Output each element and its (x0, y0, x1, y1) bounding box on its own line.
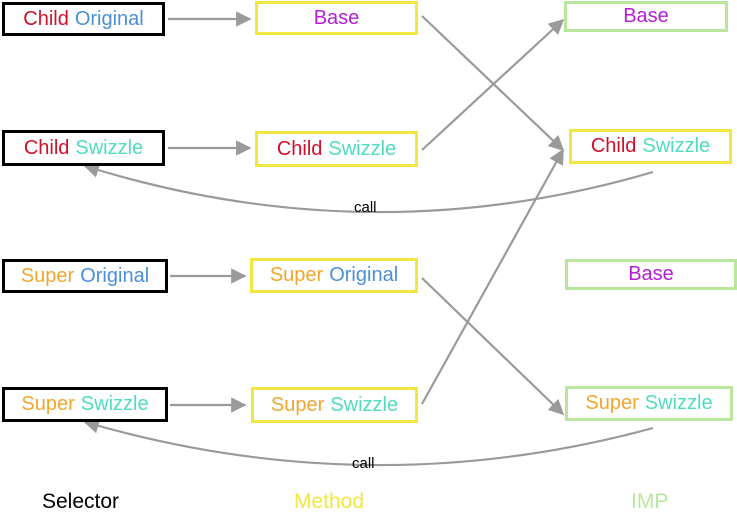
method-suffix: Swizzle (328, 137, 397, 160)
imp-label: Base (628, 263, 674, 285)
imp-base-top: Base (564, 1, 728, 32)
call-arc-super (83, 418, 654, 467)
imp-prefix: Child (590, 135, 637, 157)
imp-label: Base (623, 5, 669, 27)
selector-suffix: Original (74, 7, 144, 30)
imp-prefix: Super (585, 392, 639, 414)
selector-suffix: Original (80, 264, 150, 287)
selector-prefix: Child (23, 7, 69, 30)
selector-suffix: Swizzle (80, 393, 149, 415)
selector-prefix: Child (23, 136, 70, 159)
method-prefix: Super (269, 264, 324, 286)
method-base: Base (255, 1, 418, 35)
method-suffix: Swizzle (330, 393, 399, 416)
column-label-imp: IMP (631, 490, 669, 513)
arrow-method-super-swizzle-to-imp-child-swizzle (421, 148, 564, 405)
imp-suffix: Swizzle (642, 135, 711, 157)
call-label-super: call (352, 455, 375, 472)
column-label-selector: Selector (42, 490, 120, 513)
selector-suffix: Swizzle (75, 136, 144, 159)
imp-suffix: Swizzle (644, 392, 713, 414)
method-suffix: Original (329, 264, 399, 286)
call-label-child: call (354, 199, 377, 216)
column-label-method: Method (294, 490, 365, 513)
method-prefix: Super (270, 393, 325, 416)
imp-base-lower: Base (565, 259, 737, 290)
selector-prefix: Super (21, 393, 75, 415)
method-prefix: Child (276, 137, 323, 160)
arrow-method-super-original-to-imp-super-swizzle (421, 277, 565, 416)
selector-prefix: Super (20, 264, 75, 287)
call-arc-child (83, 162, 654, 214)
arrow-method-base-to-imp-child-swizzle (421, 15, 565, 152)
arrow-method-child-swizzle-to-imp-base (421, 18, 565, 151)
method-label: Base (313, 6, 360, 29)
